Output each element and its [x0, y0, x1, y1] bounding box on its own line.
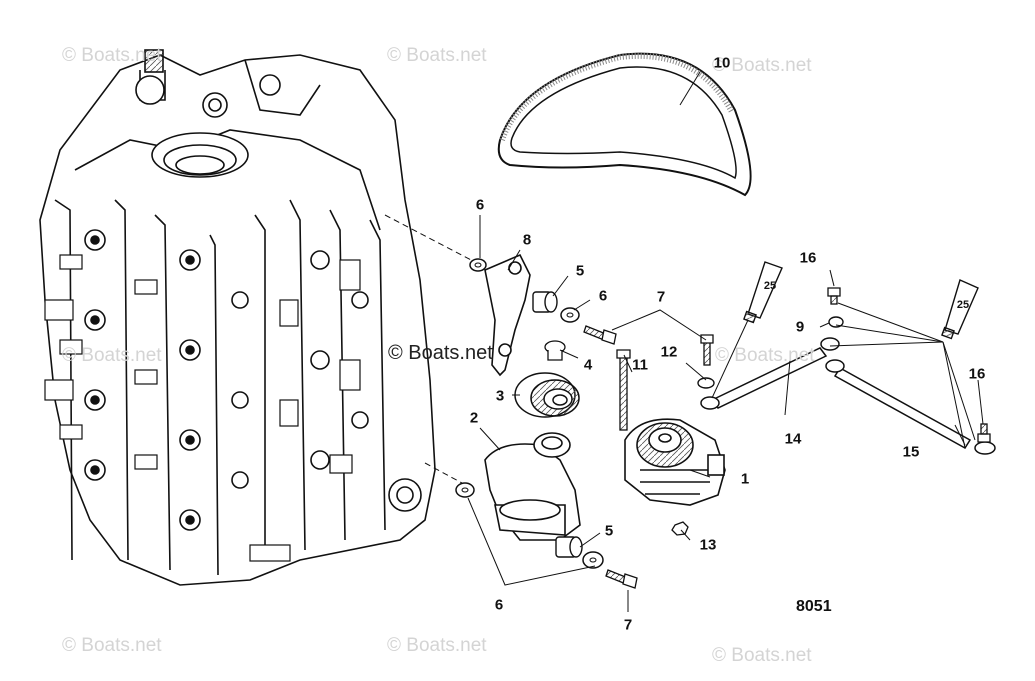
- bushing-upper: [532, 291, 558, 313]
- callout-5-bottom: 5: [604, 522, 614, 540]
- leader-lines: [467, 71, 984, 612]
- bolt-12: [700, 334, 714, 366]
- callout-6-bottom: 6: [494, 596, 504, 614]
- grease-tube-left: [743, 261, 783, 324]
- watermark-mid-left: © Boats.net: [62, 345, 162, 366]
- alternator: [624, 418, 726, 506]
- bolt-16-right: [977, 423, 991, 443]
- drive-belt: [497, 52, 752, 197]
- idler-pulley: [514, 372, 580, 418]
- screw-4: [544, 340, 566, 361]
- dashed-leaders: [384, 214, 476, 484]
- callout-16-top: 16: [799, 249, 817, 267]
- watermark-top-middle: © Boats.net: [387, 45, 487, 66]
- bolt-upper: [583, 325, 617, 345]
- callout-5-top: 5: [575, 262, 585, 280]
- callout-8: 8: [522, 231, 532, 249]
- bushing-lower: [555, 536, 583, 558]
- callout-7-bottom: 7: [623, 616, 633, 634]
- watermark-top-left: © Boats.net: [62, 45, 162, 66]
- callout-12: 12: [660, 343, 678, 361]
- washer-9: [828, 316, 844, 328]
- bolt-16-top: [827, 287, 841, 305]
- callout-7-top: 7: [656, 288, 666, 306]
- nut-13: [671, 521, 689, 536]
- callout-2: 2: [469, 409, 479, 427]
- watermark-bottom-right: © Boats.net: [712, 645, 812, 666]
- callout-1: 1: [740, 470, 750, 488]
- callout-11: 11: [632, 356, 648, 374]
- engine-block: [39, 49, 436, 586]
- belt-tensioner: [484, 432, 581, 541]
- tube-label-left: 25: [763, 280, 777, 292]
- callout-13: 13: [699, 536, 717, 554]
- grease-tube-right: [941, 279, 979, 340]
- alternator-bracket: [484, 253, 531, 377]
- watermark-top-right: © Boats.net: [712, 55, 812, 76]
- diagram-id: 8051: [796, 598, 832, 615]
- callout-4: 4: [583, 356, 593, 374]
- bolt-lower: [605, 569, 638, 589]
- watermark-bottom-left: © Boats.net: [62, 635, 162, 656]
- long-bolt: [616, 349, 631, 431]
- callout-16-right: 16: [968, 365, 986, 383]
- tube-label-right: 25: [956, 299, 970, 311]
- ground-strap-14: [700, 337, 840, 410]
- watermark-mid-right: © Boats.net: [715, 345, 815, 366]
- callout-9: 9: [795, 318, 805, 336]
- watermark-bottom-middle: © Boats.net: [387, 635, 487, 656]
- callout-3: 3: [495, 387, 505, 405]
- callout-6-mid: 6: [598, 287, 608, 305]
- callout-14: 14: [784, 430, 802, 448]
- washer-12: [697, 377, 715, 389]
- callout-10: 10: [713, 54, 731, 72]
- callout-6-top: 6: [475, 196, 485, 214]
- watermark-center: © Boats.net: [388, 342, 493, 364]
- callout-15: 15: [902, 443, 920, 461]
